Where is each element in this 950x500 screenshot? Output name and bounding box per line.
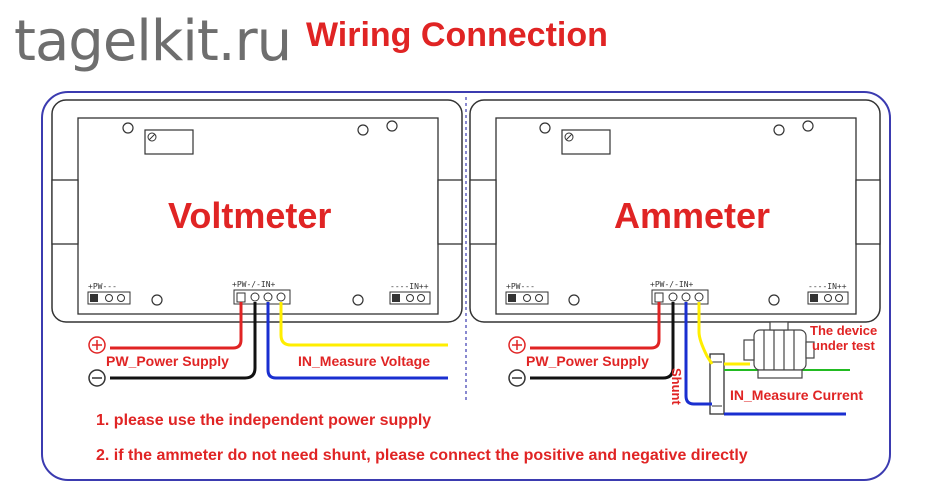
- ammeter-pw-in-terminal: +PW-/-IN+: [650, 280, 694, 289]
- ammeter-polarity-icons: [508, 336, 526, 387]
- voltmeter-pw-terminal: +PW---: [88, 282, 117, 291]
- blue-wire-left: [266, 302, 448, 380]
- device-under-test-label-2: under test: [812, 338, 875, 353]
- red-wire-left: [110, 302, 243, 350]
- voltmeter-power-supply-label: PW_Power Supply: [106, 353, 229, 369]
- note-1: 1. please use the independent power supp…: [96, 412, 432, 429]
- page-title: Wiring Connection: [306, 16, 608, 54]
- motor-icon: [743, 321, 815, 379]
- measure-voltage-label: IN_Measure Voltage: [298, 353, 431, 369]
- shunt: [709, 353, 725, 415]
- outer-frame: [41, 91, 891, 481]
- voltmeter-in-terminal: ----IN++: [390, 282, 429, 291]
- ammeter-wires: [530, 302, 850, 416]
- black-wire-right: [530, 302, 675, 380]
- black-wire-left: [110, 302, 257, 380]
- voltmeter-wires: [110, 302, 448, 380]
- watermark: tagelkit.ru: [14, 9, 292, 74]
- ammeter-in-terminal: ----IN++: [808, 282, 847, 291]
- device-under-test-label-1: The device: [810, 323, 878, 338]
- voltmeter-label: Voltmeter: [168, 195, 332, 236]
- voltmeter-pw-in-terminal: +PW-/-IN+: [232, 280, 276, 289]
- red-wire-right: [530, 302, 661, 350]
- note-2: 2. if the ammeter do not need shunt, ple…: [96, 447, 748, 464]
- shunt-label: Shunt: [669, 368, 684, 405]
- ammeter-pw-terminal: +PW---: [506, 282, 535, 291]
- ammeter-label: Ammeter: [614, 195, 771, 236]
- ammeter-housing: [469, 99, 881, 323]
- voltmeter-housing: [51, 99, 463, 323]
- voltmeter-polarity-icons: [88, 336, 106, 387]
- yellow-wire-left: [279, 302, 448, 347]
- ammeter-power-supply-label: PW_Power Supply: [526, 353, 649, 369]
- measure-current-label: IN_Measure Current: [730, 387, 864, 403]
- blue-wire-right: [684, 302, 712, 406]
- yellow-wire-right: [697, 302, 714, 365]
